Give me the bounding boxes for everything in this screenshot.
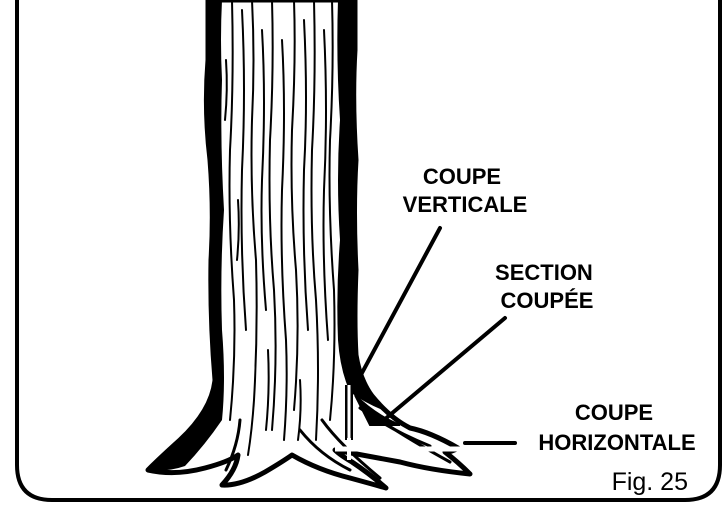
label-horizontal-cut-line1: COUPE bbox=[575, 400, 653, 425]
label-cut-section-line1: SECTION bbox=[495, 260, 593, 285]
trunk-left-shadow bbox=[148, 0, 224, 471]
label-horizontal-cut: COUPE HORIZONTALE bbox=[538, 400, 695, 455]
label-vertical-cut: COUPE VERTICALE bbox=[403, 164, 528, 217]
leader-cut-section bbox=[384, 318, 505, 420]
label-cut-section: SECTION COUPÉE bbox=[495, 260, 599, 313]
trunk-outline bbox=[148, 0, 470, 488]
trunk-right-shadow bbox=[337, 0, 388, 412]
label-horizontal-cut-line2: HORIZONTALE bbox=[538, 430, 695, 455]
figure-caption: Fig. 25 bbox=[612, 468, 688, 496]
label-vertical-cut-line1: COUPE bbox=[423, 164, 501, 189]
tree-trunk bbox=[148, 0, 470, 488]
label-vertical-cut-line2: VERTICALE bbox=[403, 192, 528, 217]
leader-vertical-cut bbox=[356, 228, 440, 384]
label-cut-section-line2: COUPÉE bbox=[501, 288, 594, 313]
